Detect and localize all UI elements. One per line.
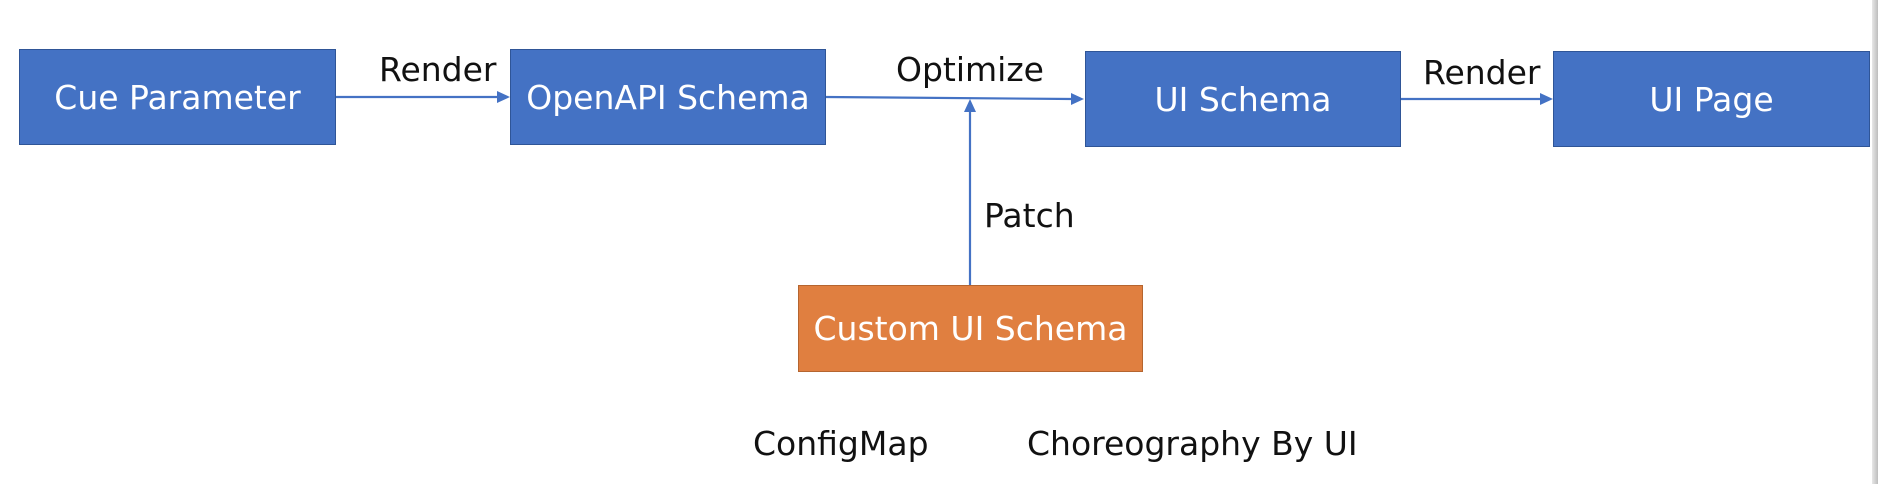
- arrowhead-patch: [964, 99, 976, 112]
- node-openapi-schema-label: OpenAPI Schema: [526, 77, 810, 117]
- right-edge-divider: [1872, 0, 1878, 484]
- note-choreography-by-ui: Choreography By UI: [1027, 424, 1358, 463]
- node-ui-schema: UI Schema: [1085, 51, 1401, 147]
- node-custom-ui-schema: Custom UI Schema: [798, 285, 1143, 372]
- node-ui-page-label: UI Page: [1649, 79, 1774, 119]
- node-custom-ui-schema-label: Custom UI Schema: [813, 309, 1128, 348]
- edge-label-optimize: Optimize: [896, 50, 1044, 89]
- edge-label-render-2: Render: [1423, 53, 1541, 92]
- arrowhead-render-1: [497, 91, 510, 103]
- note-configmap: ConfigMap: [753, 424, 929, 463]
- node-cue-parameter: Cue Parameter: [19, 49, 336, 145]
- node-openapi-schema: OpenAPI Schema: [510, 49, 826, 145]
- node-cue-parameter-label: Cue Parameter: [54, 77, 301, 117]
- edge-label-patch: Patch: [984, 196, 1075, 235]
- edge-optimize: [825, 95, 1073, 101]
- node-ui-schema-label: UI Schema: [1154, 79, 1332, 119]
- edge-label-render-1: Render: [379, 50, 497, 89]
- node-ui-page: UI Page: [1553, 51, 1870, 147]
- arrowhead-render-2: [1540, 93, 1553, 105]
- arrowhead-optimize: [1071, 93, 1084, 105]
